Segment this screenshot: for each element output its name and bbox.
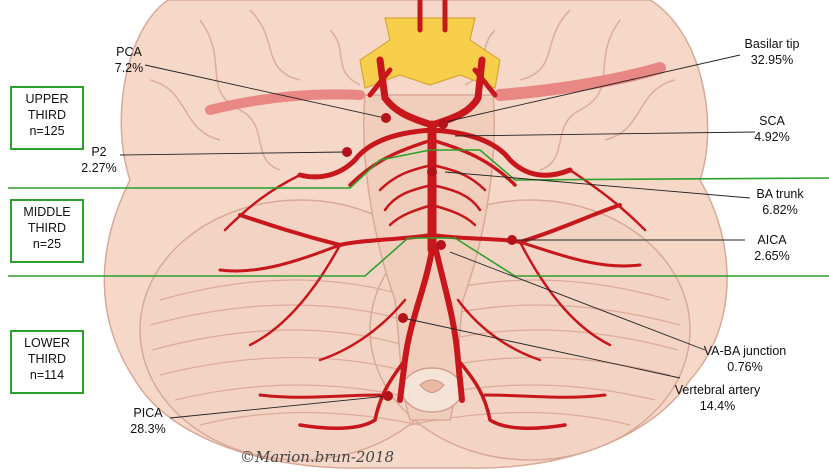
vertebral-aneurysm xyxy=(398,313,408,323)
zone-upper-line2: THIRD xyxy=(12,107,82,123)
label-p2: P2 2.27% xyxy=(74,144,124,176)
zone-middle-count: n=25 xyxy=(12,236,82,252)
vertebral-name: Vertebral artery xyxy=(655,382,780,398)
p2-aneurysm xyxy=(342,147,352,157)
va-ba-name: VA-BA junction xyxy=(685,343,805,359)
pica-name: PICA xyxy=(118,405,178,421)
sca-pct: 4.92% xyxy=(742,129,802,145)
zone-lower-line1: LOWER xyxy=(12,335,82,351)
ba-trunk-name: BA trunk xyxy=(740,186,820,202)
label-va-ba: VA-BA junction 0.76% xyxy=(685,343,805,375)
label-basilar-tip: Basilar tip 32.95% xyxy=(722,36,822,68)
aica-pct: 2.65% xyxy=(742,248,802,264)
basilar-tip-pct: 32.95% xyxy=(722,52,822,68)
label-aica: AICA 2.65% xyxy=(742,232,802,264)
label-sca: SCA 4.92% xyxy=(742,113,802,145)
aica-aneurysm xyxy=(507,235,517,245)
vertebral-pct: 14.4% xyxy=(655,398,780,414)
ba-trunk-aneurysm xyxy=(427,167,437,177)
zone-box-upper: UPPER THIRD n=125 xyxy=(10,86,84,150)
ba-trunk-pct: 6.82% xyxy=(740,202,820,218)
zone-middle-line2: THIRD xyxy=(12,220,82,236)
zone-lower-line2: THIRD xyxy=(12,351,82,367)
va-ba-pct: 0.76% xyxy=(685,359,805,375)
zone-lower-count: n=114 xyxy=(12,367,82,383)
pica-aneurysm xyxy=(383,391,393,401)
pca-name: PCA xyxy=(104,44,154,60)
p2-name: P2 xyxy=(74,144,124,160)
label-vertebral: Vertebral artery 14.4% xyxy=(655,382,780,414)
zone-box-middle: MIDDLE THIRD n=25 xyxy=(10,199,84,263)
zone-upper-line1: UPPER xyxy=(12,91,82,107)
p2-pct: 2.27% xyxy=(74,160,124,176)
basilar-tip-aneurysm xyxy=(438,119,448,129)
label-pica: PICA 28.3% xyxy=(118,405,178,437)
label-pca: PCA 7.2% xyxy=(104,44,154,76)
pca-pct: 7.2% xyxy=(104,60,154,76)
sca-name: SCA xyxy=(742,113,802,129)
pca-aneurysm xyxy=(381,113,391,123)
label-ba-trunk: BA trunk 6.82% xyxy=(740,186,820,218)
credit-signature: ©Marion.brun-2018 xyxy=(240,448,394,466)
va-ba-aneurysm xyxy=(436,240,446,250)
zone-box-lower: LOWER THIRD n=114 xyxy=(10,330,84,394)
aica-name: AICA xyxy=(742,232,802,248)
basilar-tip-name: Basilar tip xyxy=(722,36,822,52)
zone-middle-line1: MIDDLE xyxy=(12,204,82,220)
zone-upper-count: n=125 xyxy=(12,123,82,139)
pica-pct: 28.3% xyxy=(118,421,178,437)
